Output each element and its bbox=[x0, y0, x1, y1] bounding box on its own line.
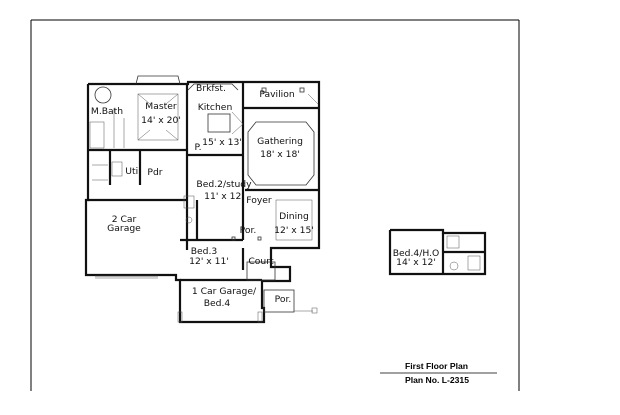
label-kitchen-size: 15' x 13' bbox=[202, 137, 242, 148]
label-dining-size: 12' x 15' bbox=[274, 225, 314, 236]
label-master: Master bbox=[145, 101, 177, 112]
label-garage1-line1: 1 Car Garage/ bbox=[192, 286, 257, 297]
label-bed2-size: 11' x 12' bbox=[204, 191, 244, 202]
label-master-size: 14' x 20' bbox=[141, 115, 181, 126]
label-porch-side: Por. bbox=[275, 294, 292, 305]
label-bed4: Bed.4/H.O bbox=[393, 248, 440, 259]
label-utility: Util bbox=[125, 166, 140, 177]
drawing-title: First Floor Plan bbox=[405, 361, 468, 371]
label-powder: Pdr bbox=[147, 167, 162, 178]
title-block: First Floor Plan Plan No. L-2315 bbox=[380, 361, 497, 385]
label-foyer: Foyer bbox=[246, 195, 272, 206]
label-porch-front: Por. bbox=[240, 225, 257, 236]
label-dining: Dining bbox=[279, 211, 309, 222]
label-master-bath: M.Bath bbox=[91, 106, 123, 117]
label-garage2-line1: 2 Car bbox=[112, 214, 137, 225]
label-bed4-size: 14' x 12' bbox=[396, 257, 436, 268]
plan-number: Plan No. L-2315 bbox=[405, 375, 469, 385]
label-bed2: Bed.2/study bbox=[196, 179, 252, 190]
label-court: Court bbox=[248, 256, 274, 267]
interior-details bbox=[89, 75, 319, 323]
outer-walls bbox=[84, 80, 321, 324]
label-pavilion: Pavilion bbox=[259, 89, 294, 100]
label-gathering: Gathering bbox=[257, 136, 303, 147]
label-kitchen: Kitchen bbox=[198, 102, 233, 113]
room-labels: M.Bath Master 14' x 20' Brkfst. Kitchen … bbox=[91, 83, 314, 309]
label-pantry: P. bbox=[194, 142, 201, 153]
label-garage2-line2: Garage bbox=[107, 223, 141, 234]
label-garage1-line2: Bed.4 bbox=[204, 298, 231, 309]
label-bed3: Bed.3 bbox=[191, 246, 218, 257]
sheet-border bbox=[30, 19, 520, 391]
label-gathering-size: 18' x 18' bbox=[260, 149, 300, 160]
detached-bed4-plan: Bed.4/H.O 14' x 12' bbox=[388, 228, 487, 276]
label-bed3-size: 12' x 11' bbox=[189, 256, 229, 267]
bed4-outer-walls bbox=[388, 228, 487, 276]
label-breakfast: Brkfst. bbox=[196, 83, 226, 94]
main-plan bbox=[84, 75, 321, 324]
